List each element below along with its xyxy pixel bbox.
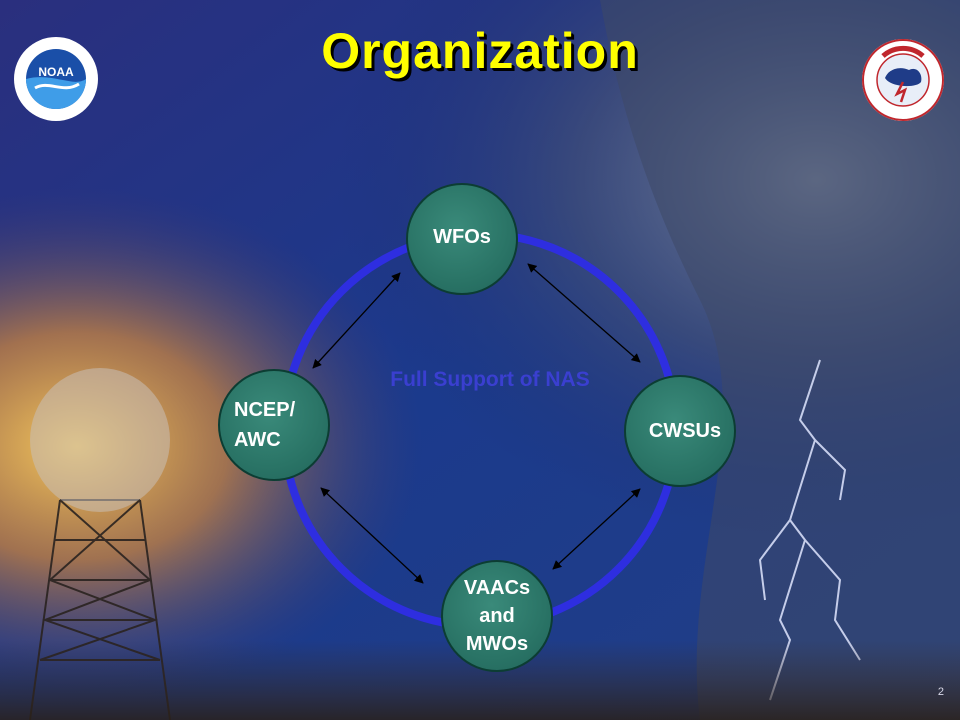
node-cwsus: CWSUs	[624, 375, 736, 487]
node-cwsus-label: CWSUs	[648, 420, 722, 442]
svg-text:NOAA: NOAA	[38, 65, 74, 79]
noaa-logo-icon: NOAA	[14, 37, 98, 121]
arrow-ncep-wfo	[312, 272, 401, 369]
center-label: Full Support of NAS	[390, 368, 590, 391]
slide-title: Organization	[321, 23, 639, 79]
node-vaacs-mwos-label: VAACs and MWOs	[463, 577, 531, 655]
arrow-wfo-cwsu	[527, 263, 641, 363]
arrow-cwsu-vaac	[552, 488, 641, 570]
node-ncep-awc: NCEP/ AWC	[218, 369, 330, 481]
node-wfos: WFOs	[406, 183, 518, 295]
nws-logo-icon	[862, 39, 944, 121]
node-ncep-awc-label: NCEP/ AWC	[234, 399, 296, 451]
arrow-vaac-ncep	[320, 487, 424, 584]
node-wfos-label: WFOs	[433, 226, 491, 248]
page-number: 2	[937, 686, 944, 698]
node-vaacs-mwos: VAACs and MWOs	[441, 560, 553, 672]
